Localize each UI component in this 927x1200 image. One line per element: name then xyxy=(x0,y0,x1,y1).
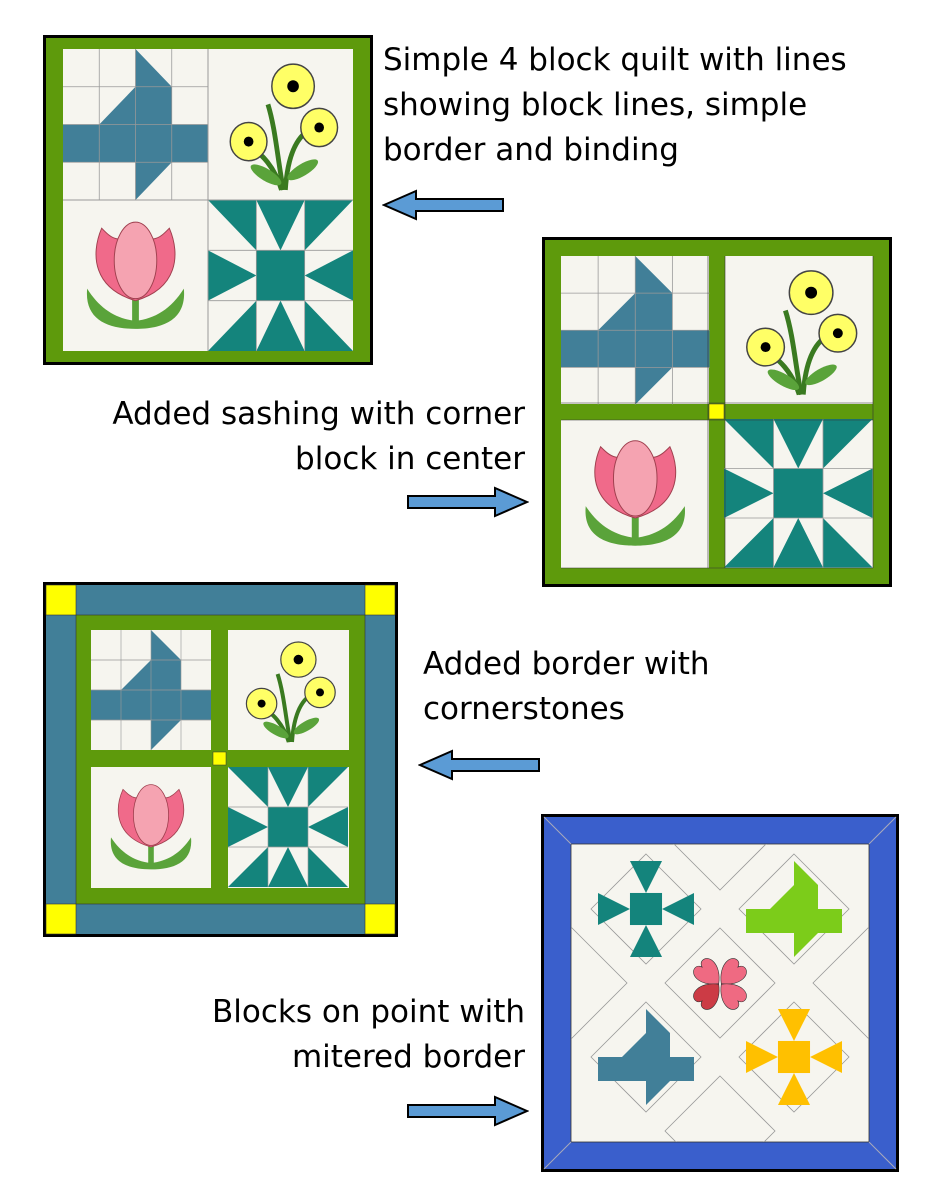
caption-quilt-2: Added sashing with corner block in cente… xyxy=(112,396,525,477)
quilt-border-cornerstones xyxy=(43,582,398,937)
quilt-with-sashing xyxy=(542,237,892,587)
caption-quilt-4: Blocks on point with mitered border xyxy=(212,994,525,1075)
quilt-on-point-mitered xyxy=(541,814,899,1172)
shoofly-block xyxy=(207,199,354,352)
right-arrow-icon xyxy=(407,486,529,518)
left-arrow-icon xyxy=(382,189,504,221)
caption-quilt-1: Simple 4 block quilt with lines showing … xyxy=(383,42,847,168)
caption-quilt-3: Added border with cornerstones xyxy=(423,646,710,727)
quilt-simple-four-block xyxy=(43,35,373,365)
right-arrow-icon xyxy=(407,1095,529,1127)
left-arrow-icon xyxy=(418,749,540,781)
tulip-block xyxy=(87,222,184,329)
